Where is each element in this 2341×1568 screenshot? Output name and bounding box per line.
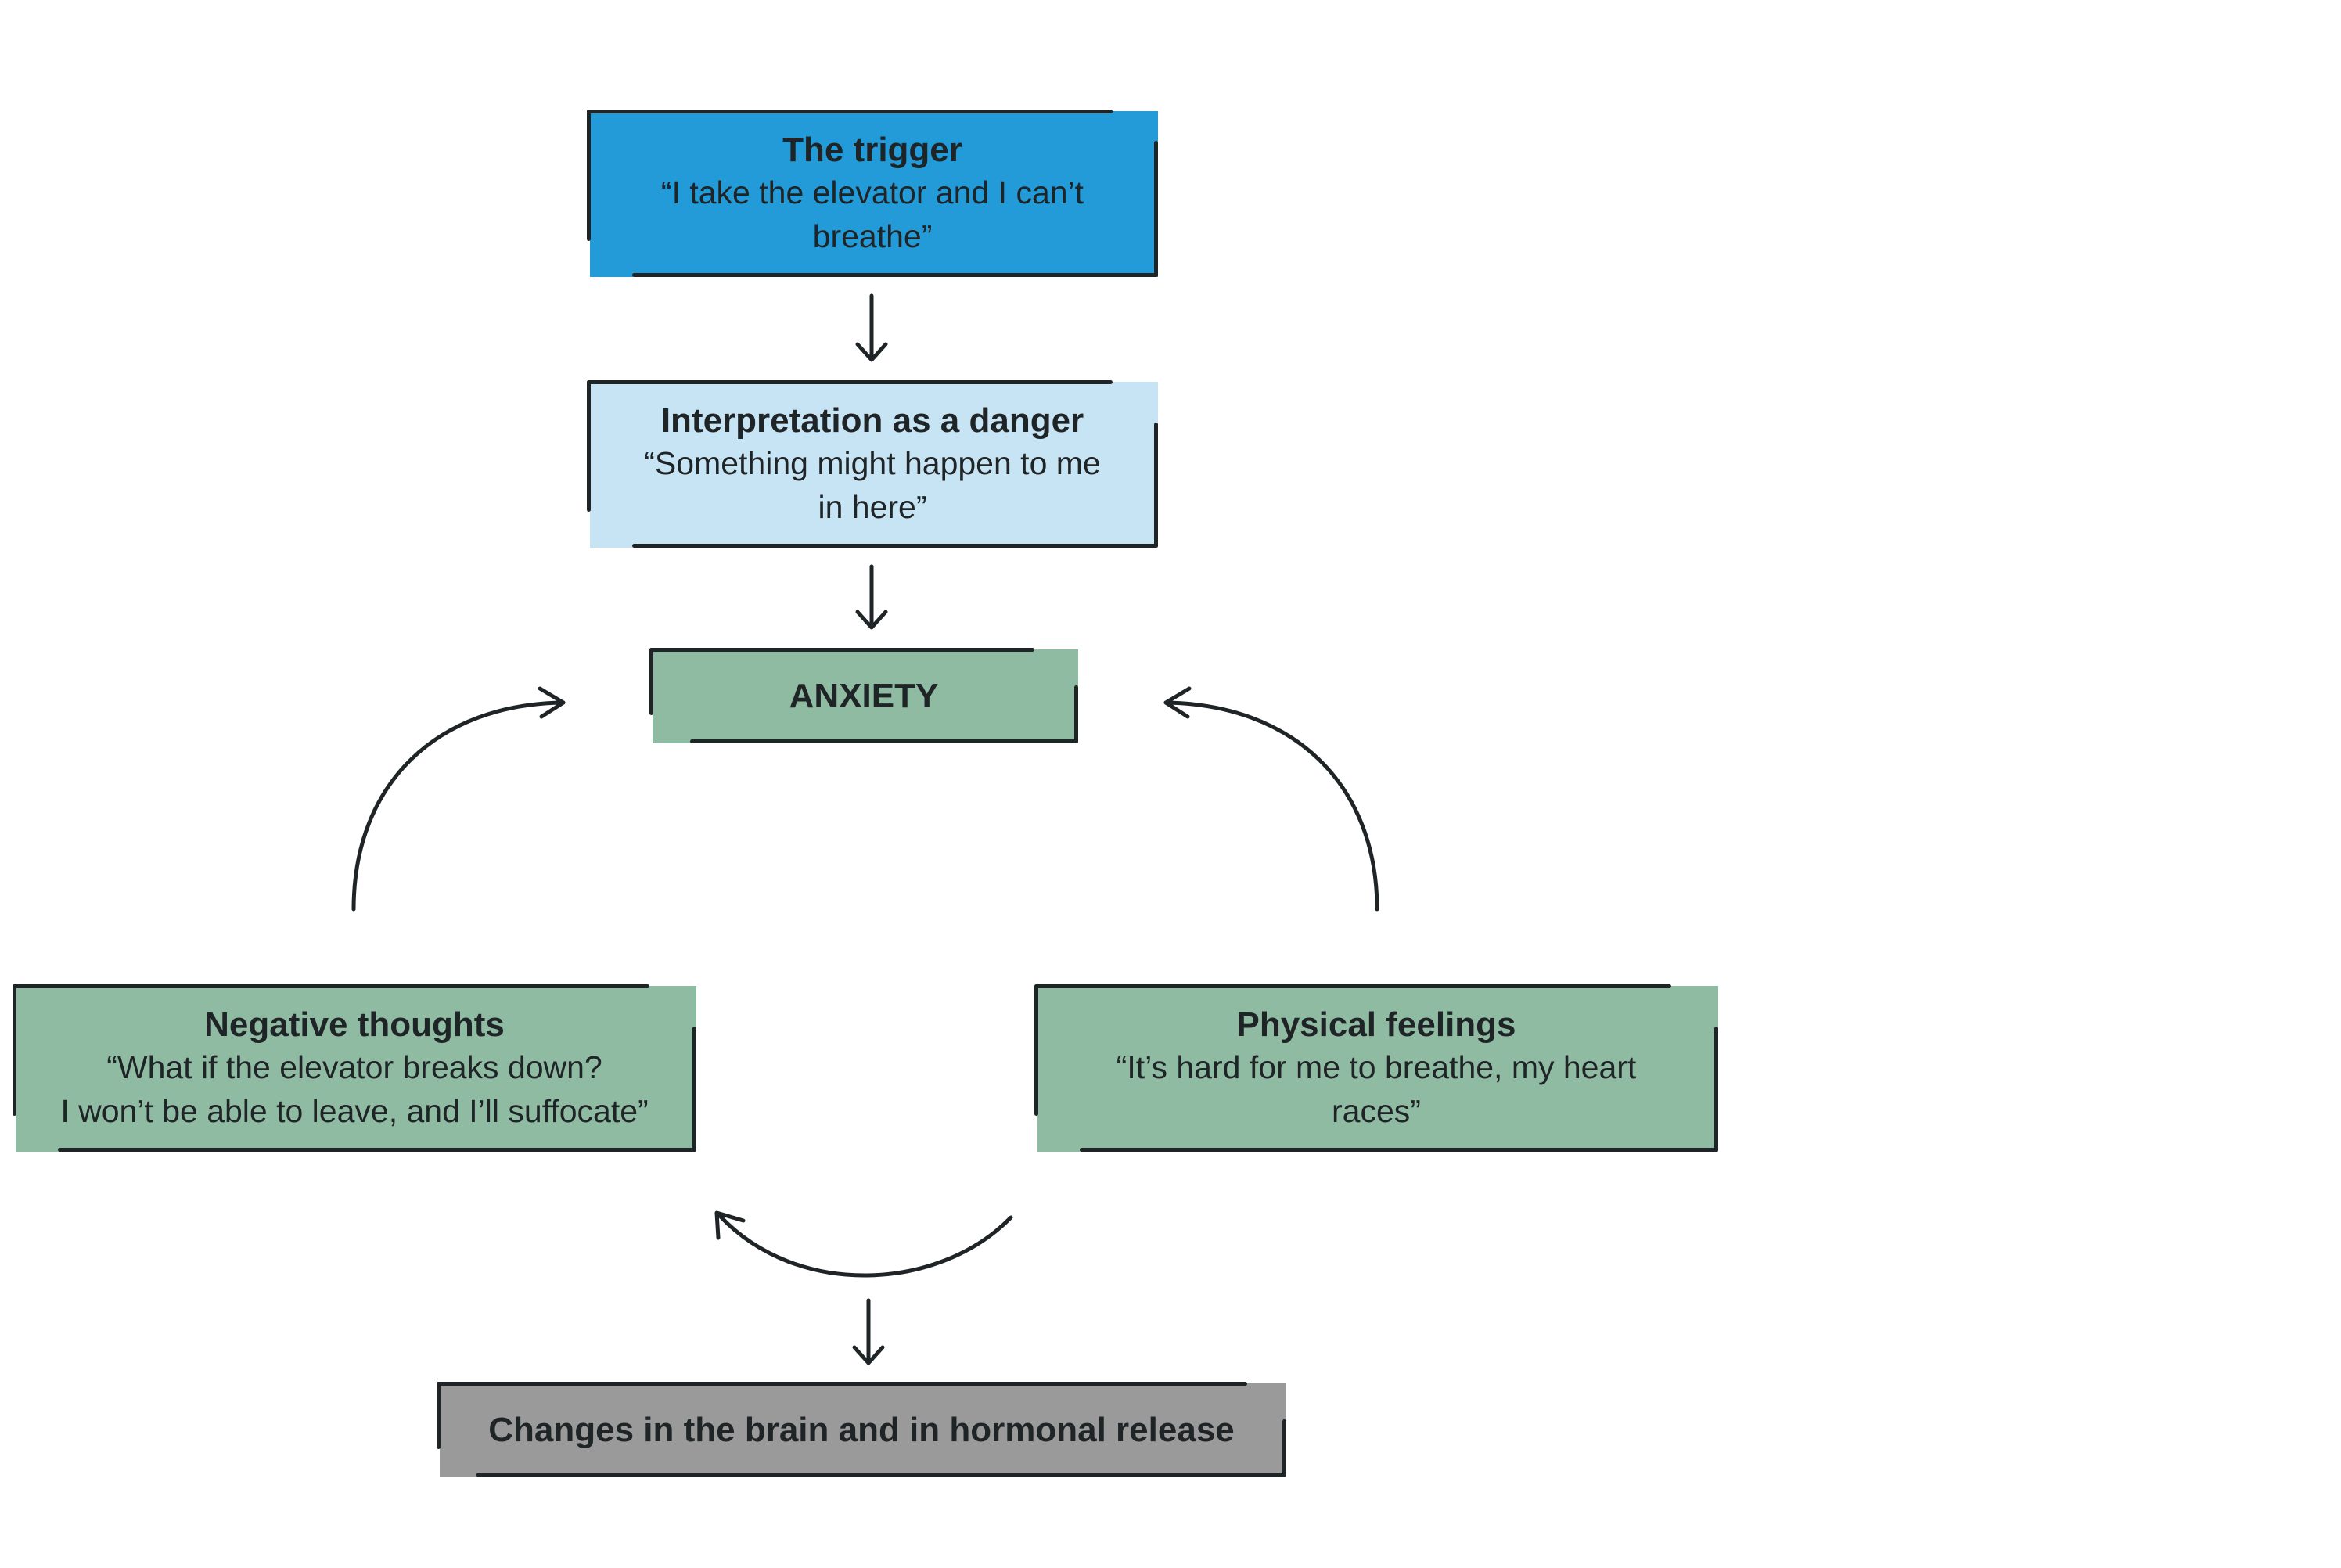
interpretation-box: Interpretation as a danger “Something mi…: [587, 380, 1158, 548]
physical-feelings-box: Physical feelings “It’s hard for me to b…: [1034, 984, 1718, 1152]
arrow-physical-feelings-to-anxiety: [1163, 686, 1379, 912]
arrow-trigger-to-interpretation: [855, 293, 888, 362]
arrow-physical-to-negative-cycle: [714, 1210, 1013, 1278]
arrow-interpretation-to-anxiety: [855, 564, 888, 630]
arrow-negative-thoughts-to-anxiety: [351, 686, 566, 912]
physical-feelings-box-fill: [1037, 986, 1718, 1152]
brain-changes-box: Changes in the brain and in hormonal rel…: [437, 1382, 1286, 1477]
negative-thoughts-quote-line-2: I won’t be able to leave, and I’ll suffo…: [60, 1092, 649, 1129]
trigger-title: The trigger: [782, 131, 962, 170]
trigger-quote-line-2: breathe”: [812, 218, 933, 254]
negative-thoughts-quote-line-1: “What if the elevator breaks down?: [106, 1049, 602, 1086]
anxiety-box: ANXIETY: [649, 648, 1078, 743]
physical-feelings-quote-line-2: races”: [1332, 1092, 1421, 1129]
brain-changes-box-fill: [440, 1383, 1286, 1477]
interpretation-quote-line-1: “Something might happen to me: [644, 445, 1101, 482]
trigger-quote-line-1: “I take the elevator and I can’t: [660, 174, 1084, 211]
negative-thoughts-title: Negative thoughts: [204, 1005, 505, 1045]
trigger-box: The trigger “I take the elevator and I c…: [587, 110, 1158, 277]
anxiety-box-fill: [653, 649, 1078, 743]
negative-thoughts-box-fill: [16, 986, 696, 1152]
physical-feelings-quote-line-1: “It’s hard for me to breathe, my heart: [1116, 1049, 1637, 1086]
trigger-box-fill: [590, 111, 1158, 277]
interpretation-title: Interpretation as a danger: [660, 401, 1084, 441]
anxiety-title: ANXIETY: [789, 676, 939, 715]
physical-feelings-title: Physical feelings: [1236, 1005, 1516, 1045]
negative-thoughts-box: Negative thoughts “What if the elevator …: [13, 984, 696, 1152]
brain-changes-title: Changes in the brain and in hormonal rel…: [488, 1410, 1235, 1449]
interpretation-quote-line-2: in here”: [818, 488, 927, 525]
arrow-to-brain-changes: [852, 1298, 885, 1365]
interpretation-box-fill: [590, 382, 1158, 548]
